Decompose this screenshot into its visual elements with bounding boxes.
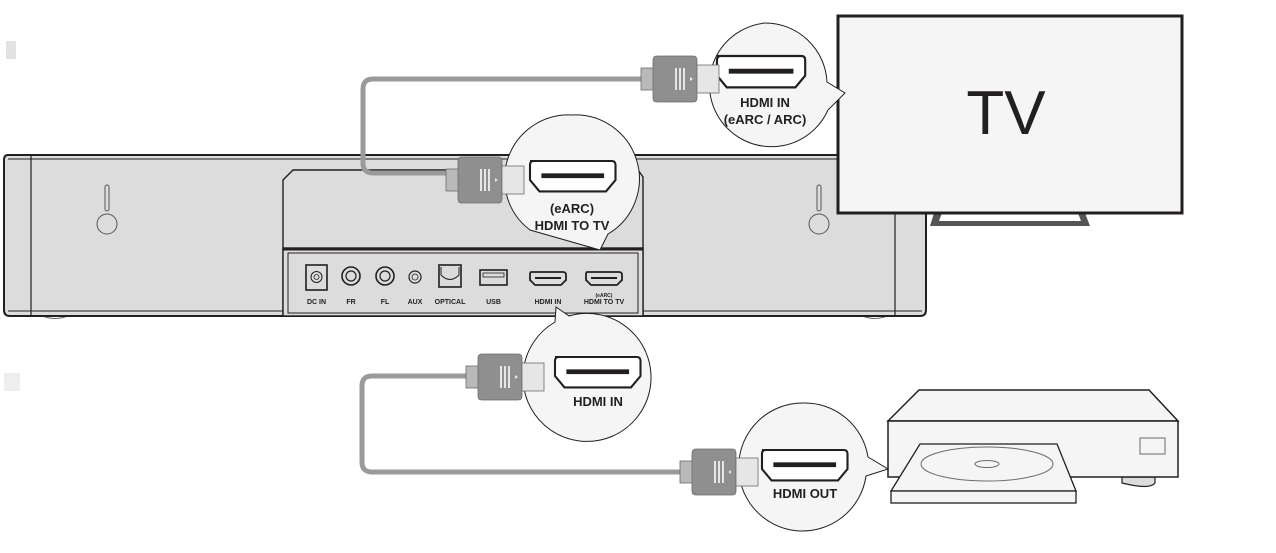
callout-soundbar-hdmi-to-tv-line2: HDMI TO TV xyxy=(535,218,610,233)
hdmi-cable-player xyxy=(359,373,686,475)
port-fl: FL xyxy=(375,266,395,306)
rear-panel: DC IN FR FL AUX OPTICAL xyxy=(282,247,644,317)
callout-player-hdmi-out-line1: HDMI OUT xyxy=(773,486,837,501)
marker-top xyxy=(6,41,16,59)
marker-bottom xyxy=(4,373,20,391)
soundbar: DC IN FR FL AUX OPTICAL xyxy=(3,154,927,319)
port-fr: FR xyxy=(341,266,361,306)
mount-hole-right xyxy=(808,184,830,235)
port-label-hdmi-to-tv: HDMI TO TV xyxy=(584,299,625,306)
port-aux: AUX xyxy=(408,270,423,306)
port-sublabel-hdmi-to-tv: (eARC) xyxy=(596,293,613,299)
callout-soundbar-hdmi-to-tv: (eARC) HDMI TO TV xyxy=(504,114,640,251)
tv-label: TV xyxy=(966,79,1046,148)
port-label-fl: FL xyxy=(381,299,390,306)
port-hdmi-to-tv: (eARC) HDMI TO TV xyxy=(584,271,625,306)
callout-soundbar-hdmi-to-tv-line1: (eARC) xyxy=(550,201,594,216)
tv: TV xyxy=(836,14,1184,226)
disc xyxy=(920,446,1054,482)
port-label-dc-in: DC IN xyxy=(307,299,326,306)
port-label-fr: FR xyxy=(346,299,355,306)
port-hdmi-in: HDMI IN xyxy=(529,271,567,306)
port-label-aux: AUX xyxy=(408,299,423,306)
port-optical: OPTICAL xyxy=(435,264,466,306)
hdmi-cable-tv xyxy=(360,76,650,176)
callout-soundbar-hdmi-in-line1: HDMI IN xyxy=(573,394,623,409)
hdmi-plug-tv-end xyxy=(640,55,720,103)
disc-player xyxy=(886,389,1180,504)
port-label-optical: OPTICAL xyxy=(435,299,466,306)
port-usb: USB xyxy=(479,269,508,306)
port-dc-in: DC IN xyxy=(305,264,328,306)
callout-tv-hdmi-in: HDMI IN (eARC / ARC) xyxy=(708,22,846,148)
callout-tv-hdmi-in-line2: (eARC / ARC) xyxy=(724,112,807,127)
mount-hole-left xyxy=(96,184,118,235)
callout-player-hdmi-out: HDMI OUT xyxy=(738,402,890,532)
callout-tv-hdmi-in-line1: HDMI IN xyxy=(740,95,790,110)
port-label-hdmi-in: HDMI IN xyxy=(535,299,562,306)
port-label-usb: USB xyxy=(486,299,501,306)
